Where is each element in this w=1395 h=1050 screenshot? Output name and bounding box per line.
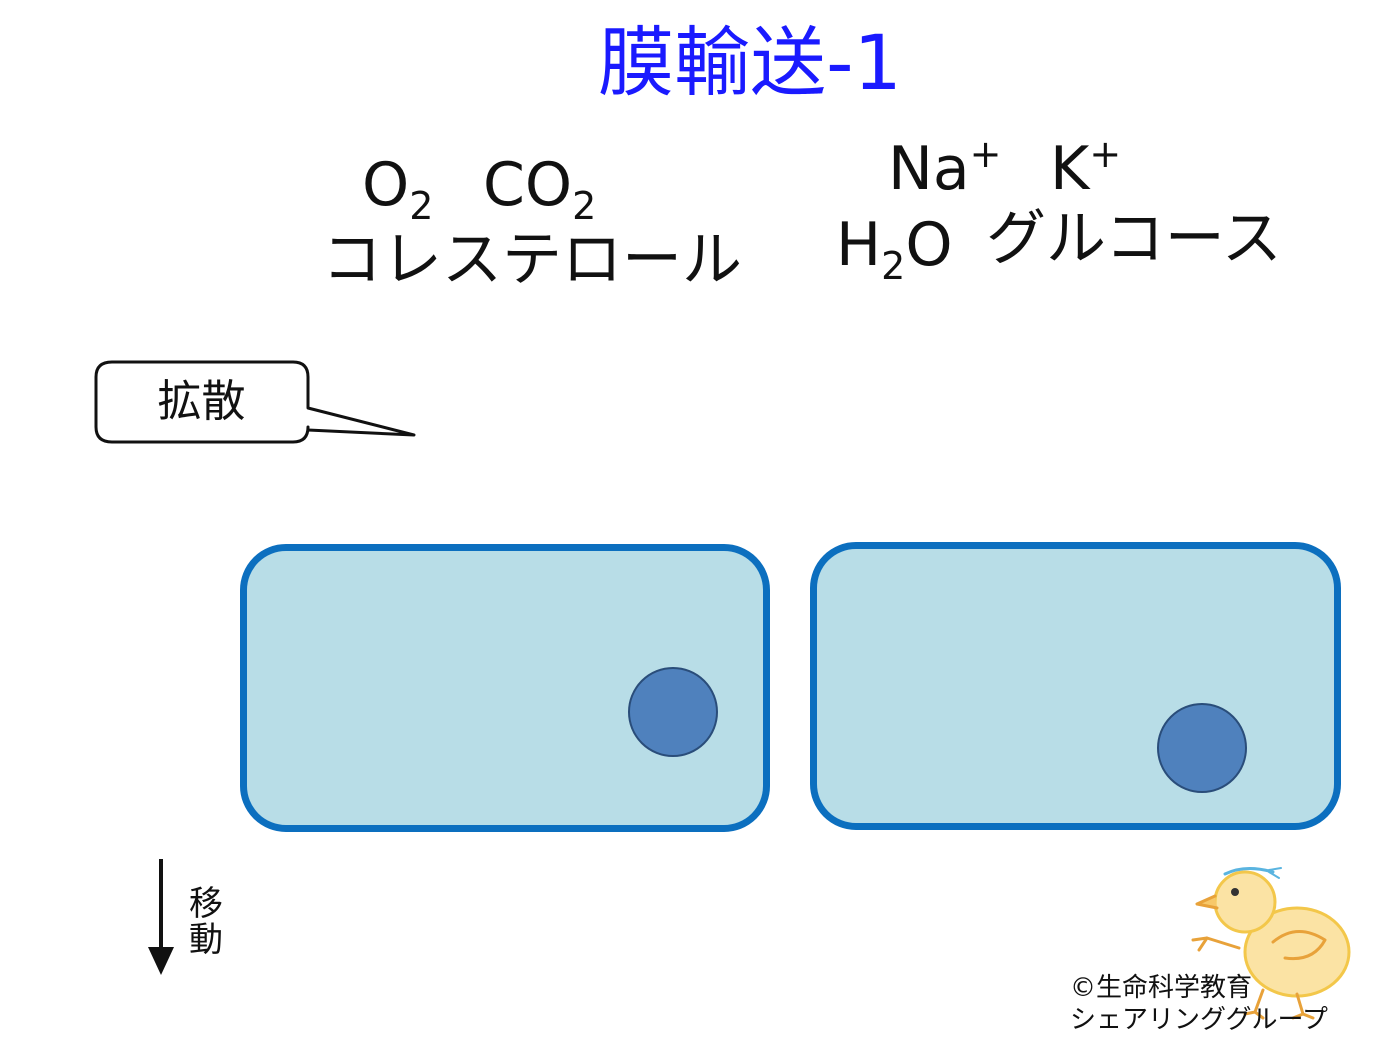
movement-label: 移 動	[189, 884, 223, 960]
cell-right	[810, 542, 1341, 830]
down-arrow-icon	[148, 859, 174, 975]
callout-label: 拡散	[157, 376, 246, 427]
molecule-co2: CO2	[483, 150, 597, 228]
chick-drawing-icon	[1191, 867, 1351, 1020]
page-title: 膜輸送-1	[598, 18, 902, 107]
molecule-h2o: H2O	[836, 210, 953, 288]
ion-potassium: K+	[1050, 132, 1122, 204]
molecule-o2: O2	[362, 150, 434, 228]
copyright-credit: ©生命科学教育 シェアリンググループ	[1070, 973, 1328, 1035]
molecule-cholesterol: コレステロール	[322, 225, 742, 295]
molecule-glucose: グルコース	[986, 204, 1282, 274]
nucleus-left	[628, 667, 718, 757]
ion-sodium: Na+	[888, 132, 1002, 204]
nucleus-right	[1157, 703, 1247, 793]
